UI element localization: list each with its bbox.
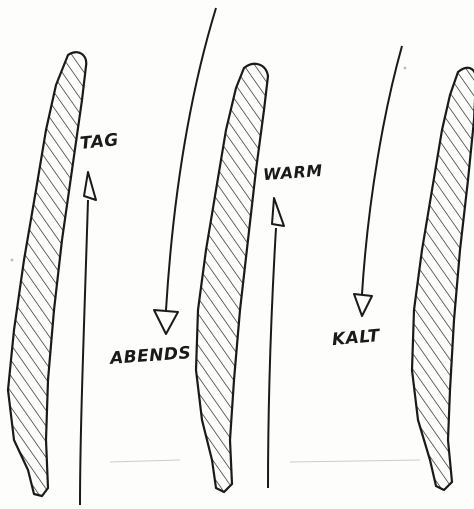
arrow-up-warm: [268, 198, 284, 488]
textured-stroke-1: [8, 52, 86, 496]
textured-stroke-3: [412, 68, 474, 490]
textured-stroke-2: [196, 64, 268, 492]
label-tag: TAG: [79, 130, 120, 154]
label-kalt: KALT: [331, 326, 381, 350]
arrow-up-tag: [80, 172, 96, 505]
arrow-down-kalt: [354, 46, 402, 316]
